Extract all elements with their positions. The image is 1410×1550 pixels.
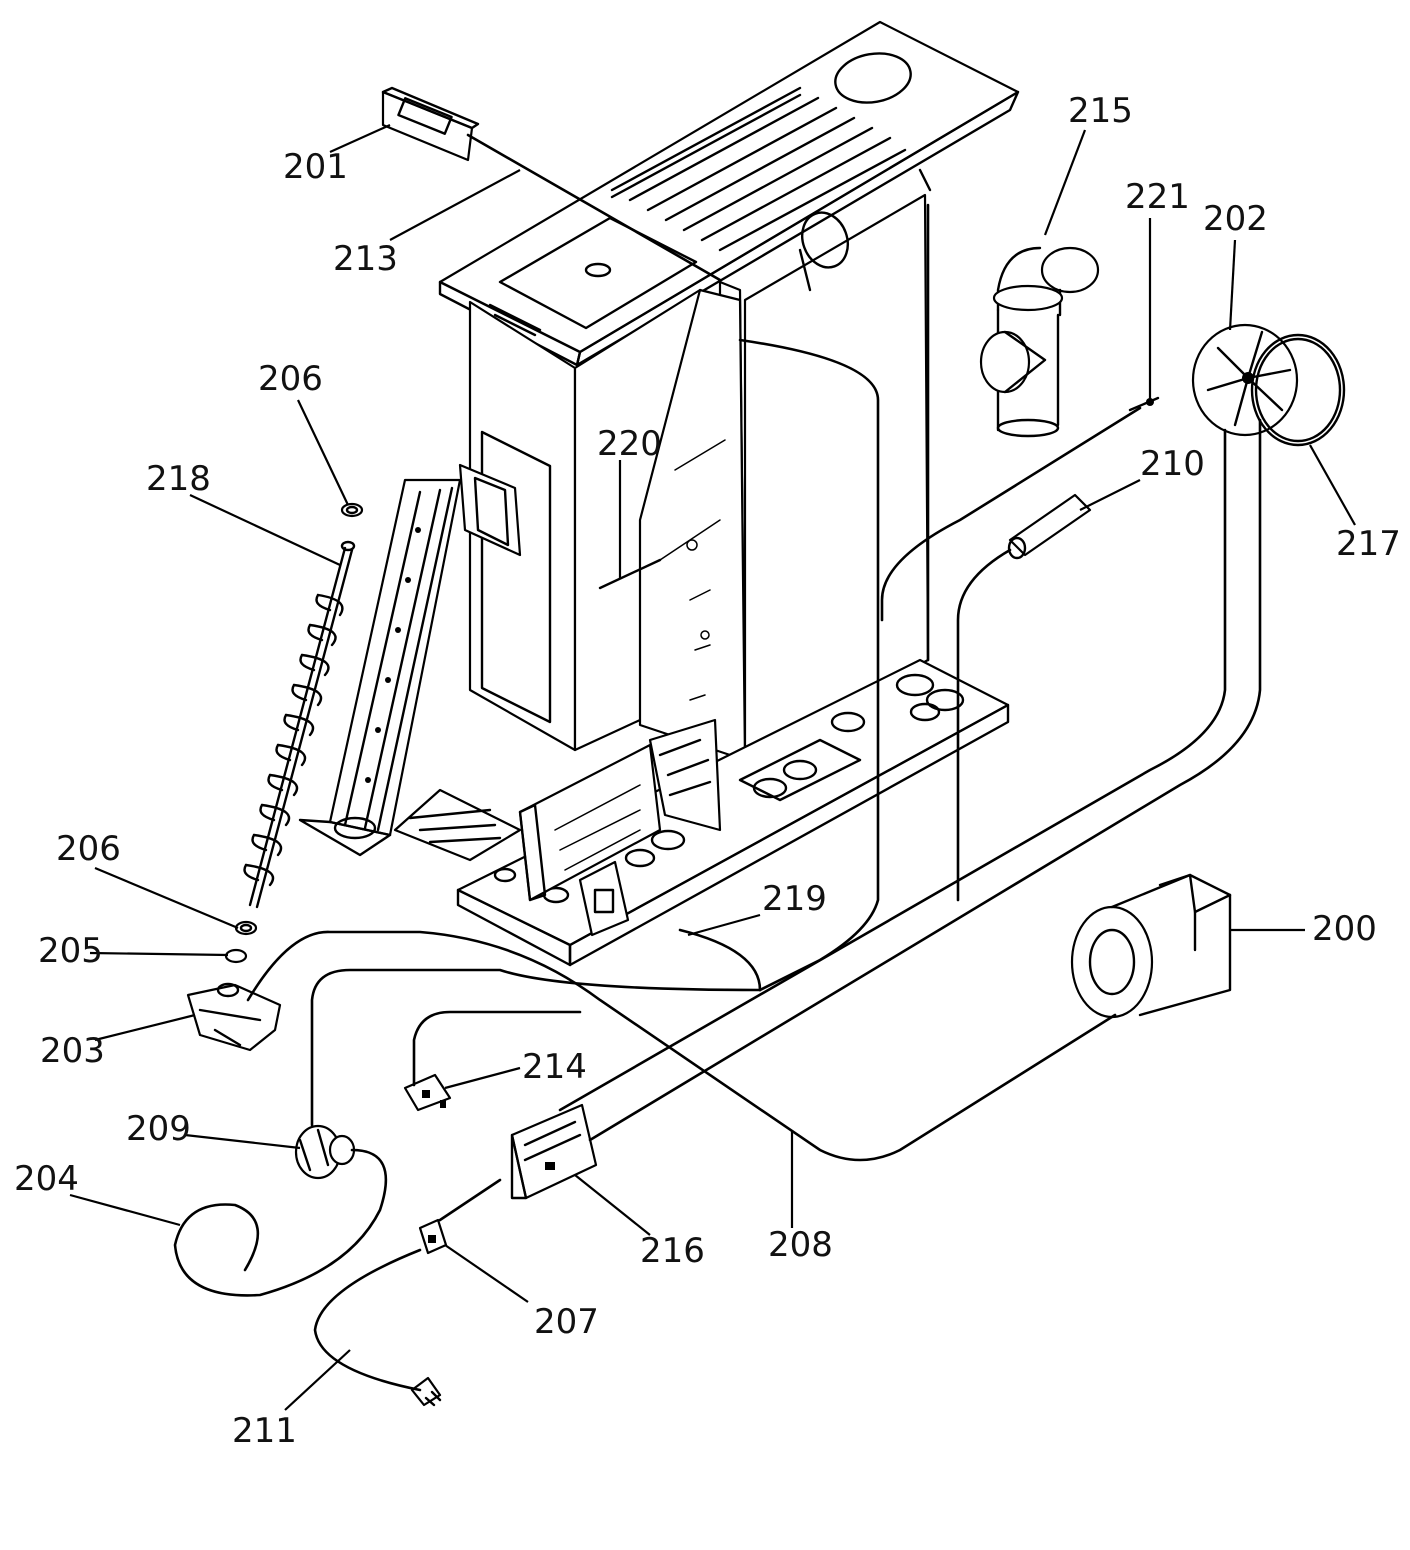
label-215: 215	[1068, 91, 1133, 131]
part-215-exhaust-tee	[979, 246, 1100, 438]
label-217: 217	[1336, 524, 1401, 564]
part-216-control-board	[510, 1103, 598, 1200]
top-access-panel	[498, 216, 698, 330]
firebox-shroud	[638, 288, 747, 762]
leader-214	[444, 1066, 521, 1090]
part-202-combustion-fan	[1191, 323, 1299, 437]
label-205: 205	[38, 931, 103, 971]
part-217-gasket	[1250, 333, 1346, 447]
base-plate-holes	[493, 673, 965, 904]
leader-210	[1079, 479, 1141, 511]
leader-211	[284, 1349, 351, 1411]
part-number-labels: 201 213 215 221 202 217 210 220 206 218 …	[14, 91, 1401, 1451]
leader-217	[1309, 444, 1356, 526]
leader-207	[444, 1244, 529, 1303]
leader-215	[1043, 129, 1087, 236]
part-221-sensor	[1128, 396, 1160, 412]
label-200: 200	[1312, 909, 1377, 949]
label-201: 201	[283, 147, 348, 187]
label-211: 211	[232, 1411, 297, 1451]
part-206-washer-top	[340, 502, 364, 518]
label-220: 220	[597, 424, 662, 464]
leader-209	[184, 1133, 301, 1150]
part-207-socket	[418, 1218, 448, 1255]
label-208: 208	[768, 1225, 833, 1265]
label-207: 207	[534, 1302, 599, 1342]
hopper-side-panel	[480, 430, 552, 724]
label-202: 202	[1203, 199, 1268, 239]
label-203: 203	[40, 1031, 105, 1071]
leader-201	[329, 123, 391, 154]
leader-213	[389, 169, 521, 241]
leader-202	[1228, 239, 1237, 331]
leader-219	[687, 913, 761, 937]
leader-203	[94, 1013, 196, 1042]
part-214-switch	[403, 1073, 452, 1112]
label-213: 213	[333, 239, 398, 279]
leader-206a	[297, 399, 349, 506]
label-214: 214	[522, 1047, 587, 1087]
part-210-igniter	[1007, 493, 1092, 560]
label-204: 204	[14, 1159, 79, 1199]
auger-flights	[243, 593, 344, 887]
leader-lines	[69, 123, 1356, 1411]
label-219: 219	[762, 879, 827, 919]
part-205-bushing	[224, 948, 248, 964]
part-209-fan-motor	[294, 1124, 356, 1180]
label-209: 209	[126, 1109, 191, 1149]
leader-216	[574, 1174, 651, 1236]
leader-205	[89, 951, 229, 957]
label-206-top: 206	[258, 359, 323, 399]
stove-body	[298, 20, 1020, 967]
part-206-washer-bottom	[234, 920, 258, 936]
part-220-pin	[598, 558, 662, 590]
top-plate-vent-slots	[610, 86, 907, 252]
part-218-auger	[243, 540, 356, 909]
tube-bolts	[365, 527, 421, 783]
leader-218	[189, 494, 341, 566]
label-210: 210	[1140, 444, 1205, 484]
label-218: 218	[146, 459, 211, 499]
part-211-power-plug	[410, 1376, 442, 1407]
leader-206b	[94, 866, 239, 930]
label-216: 216	[640, 1231, 705, 1271]
auger-tube	[328, 478, 462, 837]
part-200-room-blower	[1070, 873, 1232, 1019]
part-203-auger-motor	[186, 982, 282, 1052]
wiring-harness	[173, 133, 1262, 1392]
part-201-control-panel	[381, 86, 480, 162]
fan-blades	[1206, 330, 1292, 427]
label-206-bottom: 206	[56, 829, 121, 869]
label-221: 221	[1125, 177, 1190, 217]
leader-204	[69, 1193, 181, 1227]
